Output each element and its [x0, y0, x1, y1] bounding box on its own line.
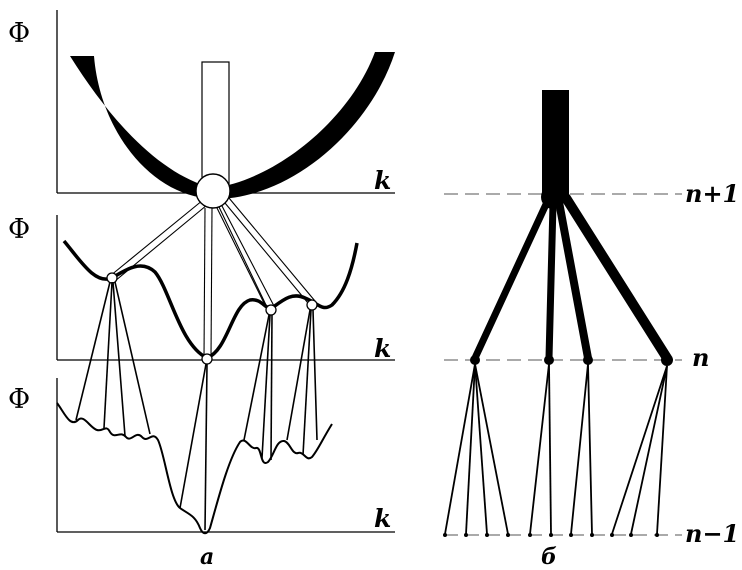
middle-potential-curve [62, 239, 359, 360]
vertical-tube [201, 61, 230, 188]
panel-a [56, 10, 395, 535]
level-label-top: n+1 [685, 179, 740, 208]
connectors-top-to-middle [109, 197, 316, 359]
axes [56, 10, 395, 533]
tree-nodes-level-2 [443, 533, 659, 537]
tree-branches-level-1 [471, 193, 672, 363]
k-label-middle: k [374, 334, 392, 363]
phi-label-bottom: Φ [8, 384, 31, 415]
caption-panel-a: a [200, 544, 215, 570]
caption-panel-b: б [541, 544, 557, 570]
k-label-top: k [374, 166, 392, 195]
tree-branches-level-2 [444, 363, 668, 535]
connectors-middle-to-bottom [75, 281, 318, 531]
top-potential-curve [70, 52, 395, 200]
phi-label-top: Φ [8, 18, 31, 49]
panel-b [443, 90, 682, 537]
phi-label-middle: Φ [8, 214, 31, 245]
bottom-potential-curve [56, 402, 333, 535]
middle-nodes [106, 272, 318, 365]
node-top [195, 173, 231, 209]
level-label-middle: n [692, 343, 710, 372]
tree-trunk [542, 90, 569, 196]
k-label-bottom: k [374, 504, 392, 533]
tree-nodes-level-1 [470, 354, 673, 366]
level-label-bottom: n−1 [685, 519, 740, 548]
